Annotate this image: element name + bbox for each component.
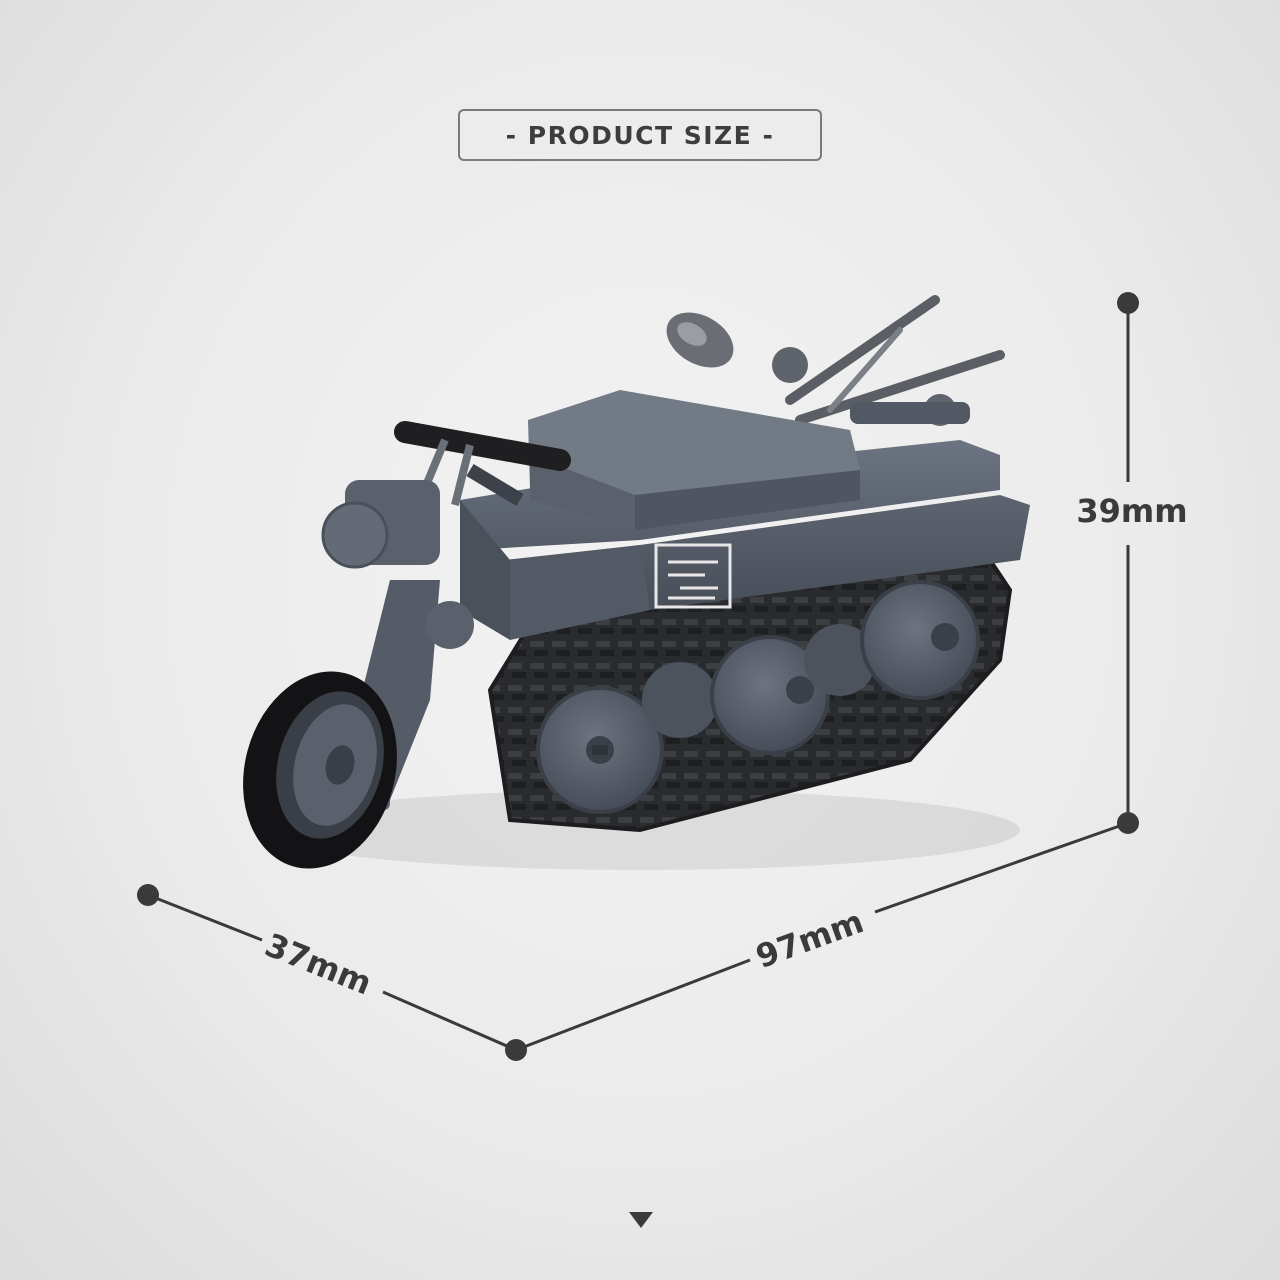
weapons-rack — [666, 295, 1005, 426]
length-label: 97mm — [751, 902, 869, 976]
product-model — [243, 295, 1030, 870]
dimension-height: 39mm — [1076, 292, 1188, 834]
product-size-title-text: - PRODUCT SIZE - — [505, 120, 775, 150]
height-label: 39mm — [1076, 492, 1187, 530]
front-wheel — [243, 671, 397, 869]
product-size-title: - PRODUCT SIZE - — [458, 109, 822, 161]
down-arrow-icon[interactable] — [629, 1212, 653, 1228]
emblem-plate — [654, 543, 732, 609]
dimension-height-top-dot — [1117, 292, 1139, 314]
dimension-width: 37mm — [137, 884, 517, 1052]
width-label: 37mm — [260, 926, 377, 1003]
dimension-width-start-dot — [137, 884, 159, 906]
hull — [460, 390, 1030, 640]
